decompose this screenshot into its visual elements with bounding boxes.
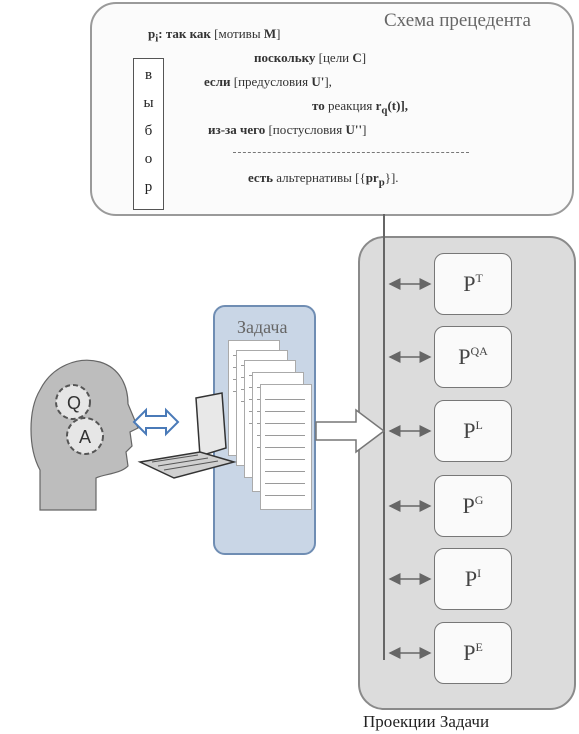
schema-line-6: есть альтернативы [{prp}].: [248, 170, 399, 189]
laptop-screen: [195, 392, 227, 457]
choice-letter: р: [144, 179, 153, 195]
choice-letter: о: [144, 151, 153, 167]
projections-caption: Проекции Задачи: [363, 712, 490, 731]
projection-base: P: [463, 271, 476, 296]
projection-superscript: QA: [470, 344, 488, 358]
projection-label: PL: [435, 418, 511, 444]
dashed-separator: [233, 152, 469, 153]
projection-base: P: [463, 418, 476, 443]
keyword-due-to: из-за чего: [208, 122, 266, 137]
laptop-keyboard: [137, 451, 237, 479]
gear-q-icon: [55, 384, 91, 420]
alternatives-text: альтернативы [{: [272, 170, 366, 185]
laptop-keys: [151, 454, 219, 471]
motives-symbol: M: [263, 26, 277, 41]
schema-line-5: из-за чего [постусловия U'']: [208, 122, 366, 138]
goals-symbol: C: [352, 50, 362, 65]
schema-line-4: то реакция rq(t)],: [312, 98, 408, 117]
projection-label: PG: [435, 493, 511, 519]
schema-title: Схема прецедента: [384, 10, 531, 31]
task-sheet: [260, 384, 312, 510]
vertical-connector-line: [383, 214, 385, 660]
projection-label: PQA: [435, 344, 511, 370]
bracket: }].: [384, 170, 399, 185]
projection-box-i: PI: [434, 548, 512, 610]
keyword-then: то: [312, 98, 325, 113]
keyword-if: если: [204, 74, 231, 89]
precedent-schema-box: [90, 2, 574, 216]
schema-line-1: pi: так как [мотивы M]: [148, 26, 280, 45]
choice-box: в ы б о р: [133, 58, 164, 210]
gear-q-label: Q: [67, 393, 81, 413]
gear-a-icon: [66, 417, 104, 455]
choice-letter: в: [144, 67, 153, 83]
reaction-args: (t)],: [387, 98, 409, 113]
projection-base: P: [464, 566, 478, 591]
projection-superscript: T: [475, 271, 483, 285]
bracket: ]: [361, 50, 367, 65]
alternatives-symbol: pr: [365, 170, 379, 185]
postconditions-text: [постусловия: [265, 122, 346, 137]
projection-base: P: [462, 493, 475, 518]
projection-superscript: L: [475, 418, 483, 432]
bracket: ],: [324, 74, 332, 89]
projection-superscript: G: [474, 493, 484, 507]
task-title: Задача: [237, 317, 288, 337]
projection-box-e: PE: [434, 622, 512, 684]
postconditions-symbol: U'': [345, 122, 363, 137]
schema-line-3: если [предусловия U'],: [204, 74, 332, 90]
reaction-index: q: [381, 104, 388, 117]
reaction-text: реакция: [324, 98, 376, 113]
gear-a-label: A: [79, 427, 91, 447]
projection-box-t: PT: [434, 253, 512, 315]
projection-box-qa: PQA: [434, 326, 512, 388]
projection-label: PE: [435, 640, 511, 666]
projection-superscript: I: [477, 566, 482, 580]
projection-base: P: [463, 640, 476, 665]
projection-base: P: [458, 344, 471, 369]
keyword-because: поскольку: [254, 50, 316, 65]
preconditions-text: [предусловия: [230, 74, 312, 89]
keyword-since: : так как: [158, 26, 211, 41]
projection-label: PT: [435, 271, 511, 297]
projection-box-g: PG: [434, 475, 512, 537]
projection-label: PI: [435, 566, 511, 592]
schema-line-2: поскольку [цели C]: [254, 50, 366, 66]
task-to-projections-arrow: [315, 408, 386, 454]
preconditions-symbol: U': [311, 74, 325, 89]
projection-box-l: PL: [434, 400, 512, 462]
precedent-symbol: p: [148, 26, 156, 41]
alternatives-index: p: [378, 176, 385, 189]
projection-superscript: E: [475, 640, 483, 654]
bracket: ]: [362, 122, 367, 137]
choice-letter: б: [144, 123, 153, 139]
reaction-symbol: r: [375, 98, 382, 113]
bracket: ]: [276, 26, 281, 41]
motives-text: [мотивы: [210, 26, 264, 41]
keyword-there-are: есть: [248, 170, 273, 185]
precedent-index: i: [155, 32, 159, 45]
goals-text: [цели: [315, 50, 353, 65]
head-laptop-arrow: [132, 407, 180, 437]
choice-letter: ы: [143, 95, 154, 111]
